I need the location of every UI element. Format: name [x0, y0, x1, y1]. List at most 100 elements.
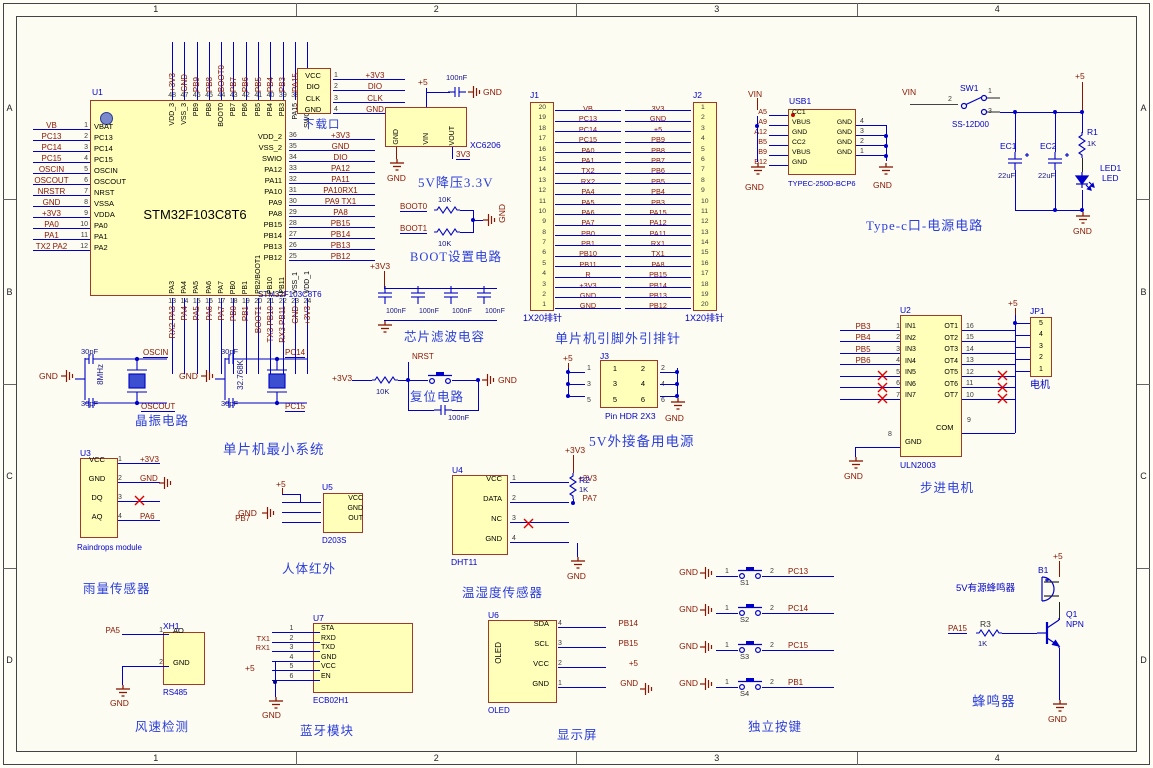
- j3-part: Pin HDR 2X3: [605, 411, 656, 421]
- capacitor-icon: [1047, 151, 1070, 171]
- net-label: GND: [366, 105, 384, 114]
- pin-row: 13: [962, 354, 1015, 366]
- pin-number: 5: [542, 259, 546, 267]
- pin-row: TX1 2 RXD: [240, 633, 370, 643]
- net-label: PB3: [855, 321, 871, 331]
- usb-right-pins: 4 3 2 1: [856, 116, 886, 156]
- pin-name: CLK: [305, 93, 321, 103]
- regulator-pin: VOUT: [449, 125, 456, 145]
- gnd-icon: [699, 603, 713, 617]
- pin-name: PC15: [94, 155, 113, 164]
- pin-row: 7: [838, 388, 900, 400]
- gnd-icon: [377, 320, 393, 333]
- key-designator: S3: [740, 652, 750, 661]
- pin-name: AO: [173, 626, 184, 635]
- pin-number: 6: [661, 397, 665, 404]
- pin-row: DIO 2 DIO: [297, 80, 407, 91]
- power-label: +3V3: [565, 445, 586, 455]
- net-label: +3V3: [579, 280, 597, 290]
- net-row: TX1: [625, 247, 691, 258]
- backup-title: 5V外接备用电源: [589, 434, 695, 449]
- pin-name: PA8: [268, 209, 282, 218]
- frame-column-label: 4: [994, 753, 1000, 763]
- pin-name-col: PA3: [166, 248, 178, 294]
- pin-row: RX1 3 TXD: [240, 643, 370, 652]
- uln-input-rows: PB3 1 PB4 2 PB5 3 PB6 4 5 6 7: [838, 319, 900, 400]
- pin-name: PA1: [94, 232, 108, 241]
- net-label: PB0: [581, 228, 595, 238]
- pin-number: 26: [289, 242, 297, 249]
- pin-number: 4: [542, 270, 546, 278]
- capacitor-icon: [1007, 151, 1030, 171]
- net-label: PB13: [649, 291, 667, 301]
- pin-number: 1: [1039, 365, 1043, 373]
- pin-name: PA10: [264, 187, 282, 196]
- pin-name: GND: [836, 139, 852, 146]
- frame-column-label: 2: [297, 3, 577, 16]
- pin-number: 33: [289, 165, 297, 172]
- net-label: BOOT0: [400, 202, 428, 212]
- pin-number: 11: [966, 380, 974, 387]
- pin-name: VBAT: [94, 122, 114, 131]
- mcu-body: [90, 100, 286, 296]
- stepper-title: 步进电机: [920, 481, 975, 495]
- pin-number: 15: [538, 155, 546, 163]
- mcu-pin-row: 36+3V3: [286, 129, 375, 140]
- pin-row: GND 4: [452, 523, 597, 543]
- pin-number: 4: [701, 135, 705, 143]
- capacitor-icon: [447, 86, 467, 98]
- net-label: OSCIN: [143, 348, 169, 358]
- net-row: PB12: [625, 299, 691, 310]
- nc-icon: [877, 382, 888, 393]
- capacitor-icon: [476, 285, 492, 305]
- pin-number: 17: [701, 270, 709, 278]
- uln-output-rows: 16 15 14 13 12 11 10: [962, 319, 1015, 400]
- crystal-title: 晶振电路: [135, 414, 190, 428]
- frame-row-label: D: [1140, 655, 1147, 666]
- pin-name: SDA: [533, 619, 549, 628]
- net-row: PC14: [555, 123, 621, 134]
- net-row: 3V3: [625, 102, 691, 113]
- net-label: PB14: [618, 619, 638, 628]
- pin-number: 2: [762, 679, 782, 688]
- pin-name: OT6: [944, 380, 958, 388]
- pin-number: 2: [1039, 354, 1043, 362]
- gnd-label: GND: [745, 182, 764, 192]
- pin-number: 18: [701, 280, 709, 288]
- pin-number: 5: [701, 145, 705, 153]
- resistor-icon: [433, 228, 461, 236]
- filter-caps-block: +3V3 100nF 100nF 100nF 100nF 芯片滤波电容: [362, 258, 517, 345]
- pin-number: 16: [966, 322, 974, 330]
- pin-name: DIO: [306, 82, 320, 91]
- net-label: OSCOUT: [141, 402, 176, 412]
- pin-name: PB8: [205, 103, 213, 117]
- net-label: PA12: [649, 218, 667, 228]
- frame-column-label: 3: [577, 3, 858, 16]
- pin-number: 4: [334, 106, 338, 113]
- download-port-title: 下载口: [303, 119, 341, 131]
- net-row: PA0: [555, 144, 621, 155]
- pin-number: 1: [716, 568, 738, 577]
- usb-body: [788, 109, 856, 175]
- pin-name-col: PB2/BOOT1: [252, 248, 264, 294]
- pin-row: PA5 1 AO: [80, 603, 205, 635]
- net-label: +3V3: [167, 73, 177, 92]
- oled-block: U6 OLED SDA 4 PB14 SCL 3 PB15 VCC 2 +5 G…: [480, 600, 675, 742]
- pin-name: CC1: [792, 109, 806, 116]
- power-label: +3V3: [370, 261, 391, 271]
- q1-designator: Q1: [1066, 609, 1078, 619]
- net-label: PB5: [651, 176, 665, 186]
- pir-title: 人体红外: [282, 562, 337, 576]
- net-label: PB0: [229, 306, 239, 322]
- button-icon: [427, 371, 453, 384]
- net-label: PA5: [581, 197, 595, 207]
- reset-block: +3V3 10K NRST GND 100nF 复位电路: [330, 346, 525, 446]
- pin-number: 44: [217, 92, 226, 99]
- pin-number: 2: [512, 495, 516, 502]
